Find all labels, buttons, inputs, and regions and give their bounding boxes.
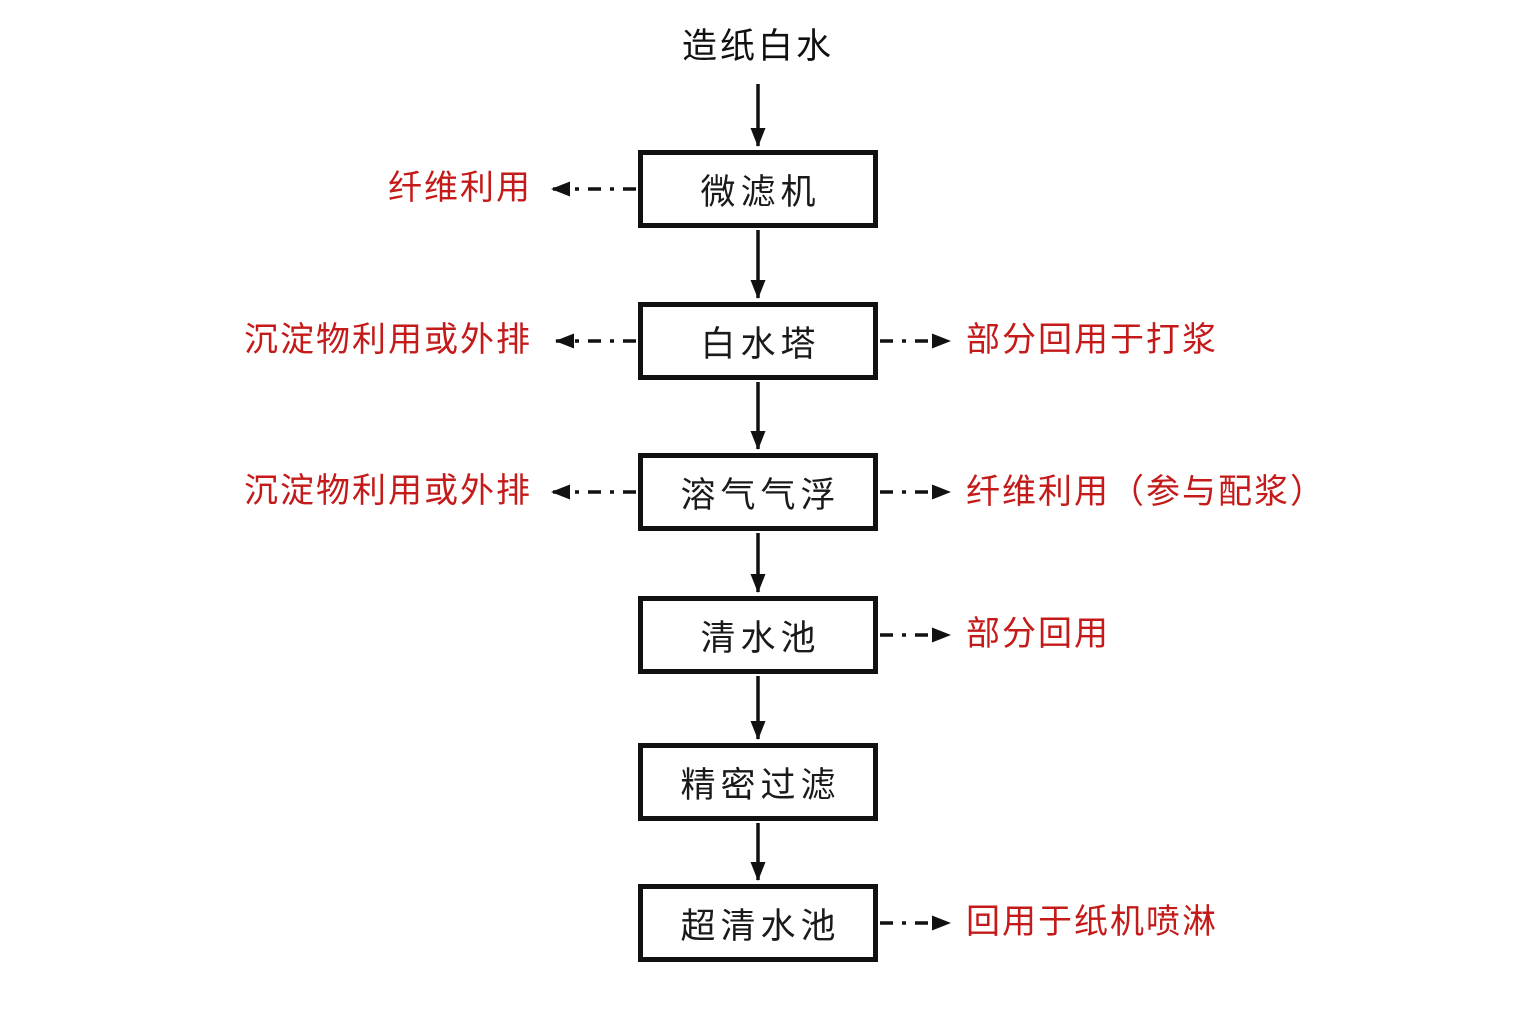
- annotation-partial-reuse-pulping: 部分回用于打浆: [966, 322, 1218, 359]
- process-box-clearwater-tank: 清水池: [638, 596, 878, 674]
- annotation-reuse-paper-machine-shower: 回用于纸机喷淋: [966, 904, 1218, 941]
- annotation-fiber-use: 纤维利用: [388, 170, 532, 207]
- process-box-dissolved-air-flotation: 溶气气浮: [638, 453, 878, 531]
- annotation-sediment-use-or-discharge-2: 沉淀物利用或外排: [244, 473, 532, 510]
- annotation-partial-reuse: 部分回用: [966, 616, 1110, 653]
- process-box-microfilter: 微滤机: [638, 150, 878, 228]
- process-box-ultraclear-tank: 超清水池: [638, 884, 878, 962]
- process-box-precision-filter: 精密过滤: [638, 743, 878, 821]
- annotation-fiber-use-stock-prep: 纤维利用（参与配浆）: [966, 474, 1326, 511]
- annotation-sediment-use-or-discharge-1: 沉淀物利用或外排: [244, 322, 532, 359]
- flow-source-label: 造纸白水: [681, 27, 834, 66]
- process-box-whitewater-tower: 白水塔: [638, 302, 878, 380]
